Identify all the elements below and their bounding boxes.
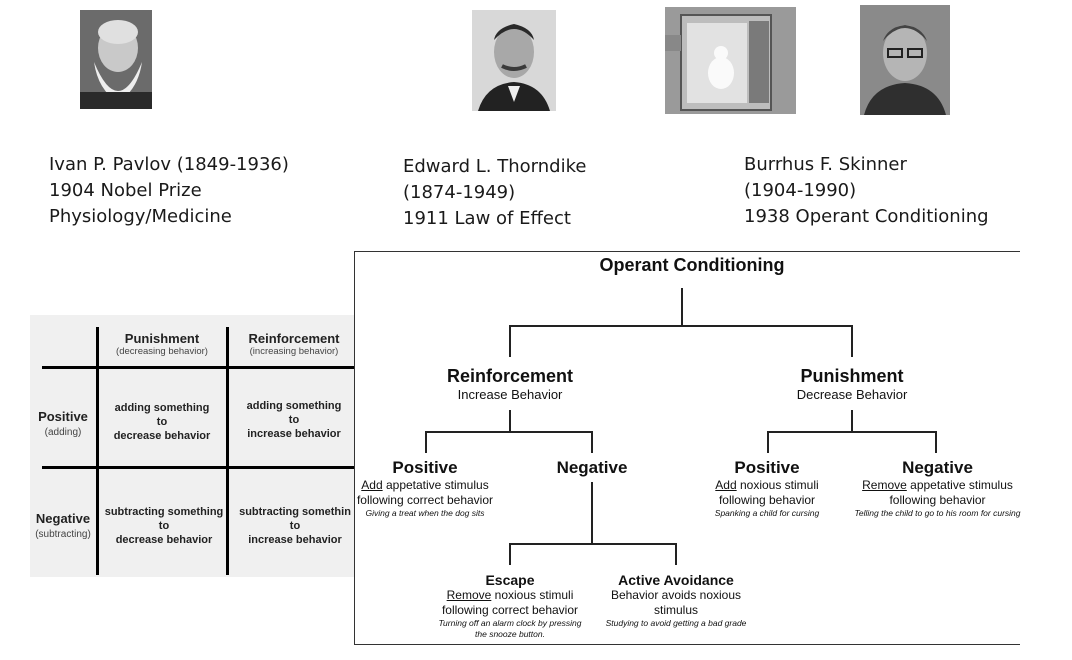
pigeon-box-photo [665, 7, 796, 114]
operant-conditioning-diagram: Operant Conditioning Reinforcement Incre… [354, 251, 1021, 645]
table-row-negative: Negative (subtracting) [35, 511, 91, 540]
thorndike-photo [472, 10, 556, 111]
table-divider [42, 466, 360, 469]
node-negative-reinforcement: Negative [556, 458, 628, 477]
skinner-caption: Burrhus F. Skinner (1904-1990) 1938 Oper… [744, 154, 989, 227]
node-active-avoidance: Active Avoidance Behavior avoids noxious… [605, 572, 747, 628]
conditioning-table: Punishment (decreasing behavior) Reinfor… [30, 315, 360, 577]
table-row-positive: Positive (adding) [38, 409, 88, 438]
table-header-punishment: Punishment (decreasing behavior) [116, 331, 208, 357]
pavlov-caption: Ivan P. Pavlov (1849-1936) 1904 Nobel Pr… [49, 154, 289, 227]
node-escape: Escape Remove noxious stimuli following … [438, 572, 582, 639]
thorndike-caption: Edward L. Thorndike (1874-1949) 1911 Law… [403, 156, 587, 229]
node-negative-punishment: Negative Remove appetative stimulus foll… [854, 458, 1021, 518]
node-positive-punishment: Positive Add noxious stimuli following b… [714, 458, 820, 518]
node-punishment: Punishment Decrease Behavior [796, 366, 908, 402]
table-divider [96, 327, 99, 575]
table-divider [42, 366, 360, 369]
node-positive-reinforcement: Positive Add appetative stimulus followi… [356, 458, 494, 518]
table-divider [226, 327, 229, 575]
tree-root: Operant Conditioning [599, 255, 785, 275]
pavlov-photo [80, 10, 152, 109]
node-reinforcement: Reinforcement Increase Behavior [446, 366, 574, 402]
table-header-reinforcement: Reinforcement (increasing behavior) [248, 331, 340, 357]
skinner-photo [860, 5, 950, 115]
